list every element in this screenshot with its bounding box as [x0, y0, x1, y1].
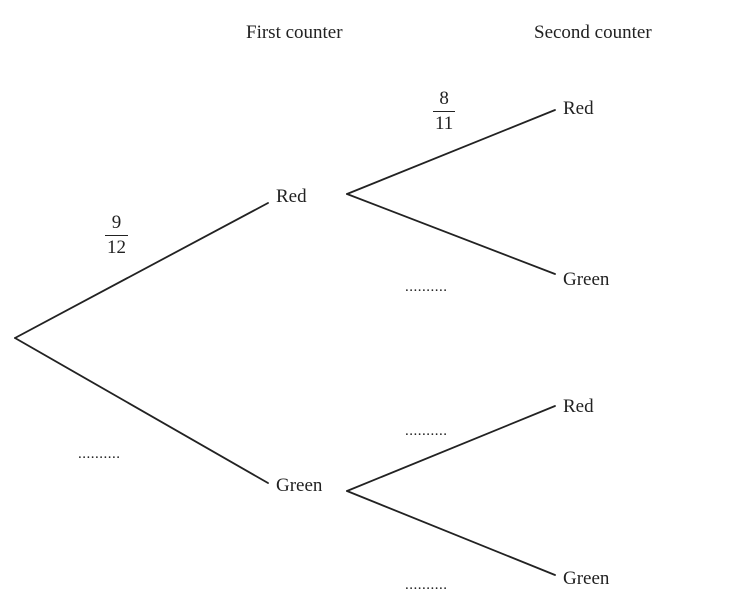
header-first-counter: First counter [246, 22, 343, 43]
branch-root-to-red [14, 202, 269, 339]
probability-numerator: 8 [439, 88, 449, 109]
branch-green-to-red [346, 405, 556, 492]
second-outcome-green-after-green: Green [563, 568, 610, 589]
fraction-bar [433, 111, 456, 112]
probability-denominator: 11 [435, 113, 454, 134]
branch-green-to-green [346, 490, 556, 576]
probability-blank-first-green[interactable]: .......... [78, 446, 121, 462]
probability-second-red-given-red: 8 11 [433, 88, 456, 134]
first-outcome-green: Green [276, 475, 323, 496]
probability-blank-second-green-given-green[interactable]: .......... [405, 577, 448, 593]
first-outcome-red: Red [276, 186, 307, 207]
branch-root-to-green [14, 337, 269, 484]
second-outcome-red-after-red: Red [563, 98, 594, 119]
header-second-counter: Second counter [534, 22, 652, 43]
branch-red-to-green [346, 193, 556, 275]
second-outcome-red-after-green: Red [563, 396, 594, 417]
branch-red-to-red [346, 109, 556, 195]
probability-blank-second-red-given-green[interactable]: .......... [405, 423, 448, 439]
probability-first-red: 9 12 [105, 213, 128, 257]
probability-blank-second-green-given-red[interactable]: .......... [405, 279, 448, 295]
second-outcome-green-after-red: Green [563, 269, 610, 290]
fraction-bar [105, 235, 128, 236]
probability-numerator: 9 [111, 212, 122, 233]
probability-denominator: 12 [107, 237, 126, 258]
